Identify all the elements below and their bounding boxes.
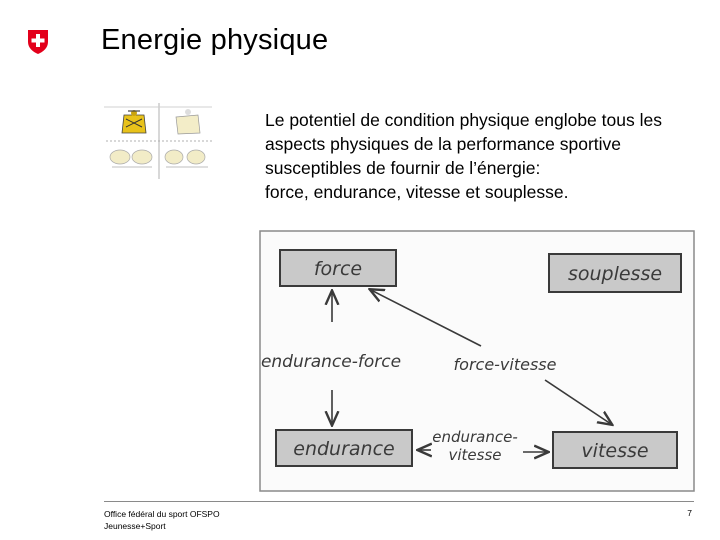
force-box: force <box>280 250 396 286</box>
page-title: Energie physique <box>101 24 328 57</box>
intro-paragraph: Le potentiel de condition physique englo… <box>265 108 720 204</box>
page-number: 7 <box>672 508 692 518</box>
swiss-cross-icon <box>27 29 49 55</box>
force-vitesse-label: force-vitesse <box>454 355 557 374</box>
footer-org-line: Jeunesse+Sport <box>104 520 220 532</box>
footer-org-line: Office fédéral du sport OFSPO <box>104 508 220 520</box>
endurance-vitesse-label-2: vitesse <box>448 446 501 464</box>
endurance-vitesse-label-1: endurance- <box>432 428 518 446</box>
souplesse-label: souplesse <box>568 263 662 285</box>
fitness-figures-thumbnail <box>104 101 214 181</box>
intro-line: aspects physiques de la performance spor… <box>265 132 720 156</box>
endurance-force-label: endurance-force <box>261 352 401 372</box>
intro-line: force, endurance, vitesse et souplesse. <box>265 180 720 204</box>
force-label: force <box>314 258 362 280</box>
souplesse-box: souplesse <box>549 254 681 292</box>
endurance-label: endurance <box>293 438 394 460</box>
vitesse-box: vitesse <box>553 432 677 468</box>
vitesse-label: vitesse <box>581 440 648 462</box>
intro-line: Le potentiel de condition physique englo… <box>265 108 720 132</box>
physical-factors-diagram: force souplesse endurance vitesse endura… <box>259 230 695 492</box>
intro-line: susceptibles de fournir de l’énergie: <box>265 156 720 180</box>
footer-divider <box>104 501 694 502</box>
footer-organization: Office fédéral du sport OFSPO Jeunesse+S… <box>104 508 220 532</box>
endurance-box: endurance <box>276 430 412 466</box>
